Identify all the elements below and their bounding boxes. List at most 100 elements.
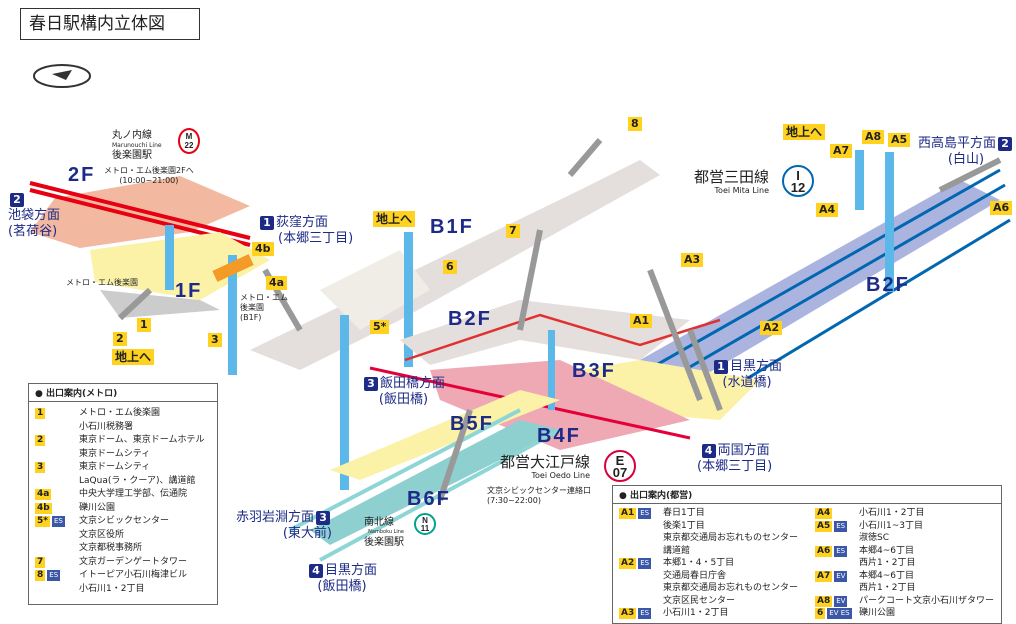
- facility-badge: EV: [834, 595, 848, 607]
- note-metro-em-2f: メトロ・エム後楽園2Fへ(10:00~21:00): [104, 166, 194, 185]
- exit-4a[interactable]: 4a: [266, 276, 288, 290]
- legend-text: LaQua(ラ・クーア)、講道館: [79, 475, 196, 486]
- exit-to-ground-2[interactable]: 地上へ: [373, 211, 416, 227]
- exit-tag: 7: [35, 556, 46, 568]
- facility-badge: ES: [47, 570, 61, 581]
- exit-6[interactable]: 6: [443, 260, 457, 274]
- exit-to-ground-3[interactable]: 地上へ: [783, 124, 826, 140]
- floor-label-b4f: B4F: [537, 425, 581, 447]
- floor-label-2f: 2F: [68, 164, 96, 186]
- legend-text: 文京都税事務所: [79, 543, 143, 553]
- facility-badge: ES: [834, 520, 848, 532]
- legend-text: 東京都交通局お忘れものセンター: [663, 533, 799, 543]
- floor-label-b6f: B6F: [407, 488, 451, 510]
- legend-text: 文京区民センター: [663, 595, 736, 606]
- exit-a3[interactable]: A3: [681, 253, 704, 267]
- note-civic-center: 文京シビックセンター連絡口(7:30~22:00): [487, 486, 591, 505]
- exit-tag: 2: [35, 435, 46, 446]
- marunouchi-station: 後楽園駅: [112, 150, 152, 161]
- legend-text: 西片1・2丁目: [859, 558, 916, 568]
- mita-track: [719, 218, 1011, 397]
- legend-row: 東京都交通局お忘れものセンター: [613, 532, 809, 545]
- legend-text: 東京ドームシティ: [79, 462, 151, 472]
- exit-a7[interactable]: A7: [830, 144, 853, 158]
- exit-a4[interactable]: A4: [816, 203, 839, 217]
- legend-text: 小石川1~3丁目: [859, 520, 923, 531]
- legend-key: [613, 582, 663, 595]
- exit-3[interactable]: 3: [208, 333, 222, 347]
- legend-text: 西片1・2丁目: [859, 583, 916, 593]
- accessible-route: [404, 313, 721, 362]
- namboku-track: [289, 408, 521, 532]
- floor-label-b2f: B2F: [448, 308, 492, 330]
- exit-tag: A6: [815, 545, 833, 557]
- exit-tag: 4b: [35, 502, 52, 514]
- legend-row: 淑徳SC: [809, 532, 1001, 545]
- legend-key: 1: [29, 407, 79, 421]
- elevator-shaft: [165, 225, 174, 290]
- exit-7[interactable]: 7: [506, 224, 520, 238]
- exit-tag: A2: [619, 558, 637, 569]
- legend-metro-title: ● 出口案内(メトロ): [29, 384, 217, 402]
- exit-5[interactable]: 5*: [370, 320, 390, 334]
- legend-key: 4b: [29, 502, 79, 516]
- legend-row: 東京都交通局お忘れものセンター: [613, 582, 809, 595]
- legend-key: [613, 532, 663, 545]
- legend-text: 交通局春日庁舎: [663, 570, 727, 581]
- exit-4b[interactable]: 4b: [252, 242, 274, 256]
- legend-row: 文京区役所: [29, 529, 217, 543]
- legend-text: 文京ガーデンゲートタワー: [79, 556, 188, 567]
- mita-track: [649, 183, 1006, 392]
- exit-a5[interactable]: A5: [888, 133, 911, 147]
- oedo-name: 都営大江戸線: [500, 453, 591, 471]
- legend-row: 小石川税務署: [29, 421, 217, 435]
- exit-a1[interactable]: A1: [630, 314, 653, 328]
- exit-1[interactable]: 1: [137, 318, 151, 332]
- legend-row: 後楽1丁目: [613, 520, 809, 533]
- floor-1f-concourse: [90, 232, 270, 300]
- note-metro-em-b1f: メトロ・エム後楽園(B1F): [240, 293, 288, 322]
- floor-b1f-area: [320, 250, 430, 330]
- floor-label-b1f: B1F: [430, 216, 474, 238]
- exit-a8[interactable]: A8: [862, 130, 885, 144]
- legend-key: [613, 595, 663, 608]
- legend-row: LaQua(ラ・クーア)、講道館: [29, 475, 217, 489]
- legend-row: 交通局春日庁舎: [613, 570, 809, 583]
- ticket-gate: [212, 254, 254, 282]
- exit-tag: 8: [35, 570, 46, 581]
- floor-label-b5f: B5F: [450, 413, 494, 435]
- elevator-shaft: [228, 255, 237, 375]
- exit-to-ground-1[interactable]: 地上へ: [112, 349, 155, 365]
- exit-2[interactable]: 2: [113, 332, 127, 346]
- exit-8[interactable]: 8: [628, 117, 642, 131]
- exit-a6[interactable]: A6: [990, 201, 1013, 215]
- page-title: 春日駅構内立体図: [20, 8, 200, 40]
- elevator-shaft: [404, 232, 413, 367]
- exit-a2[interactable]: A2: [760, 321, 783, 335]
